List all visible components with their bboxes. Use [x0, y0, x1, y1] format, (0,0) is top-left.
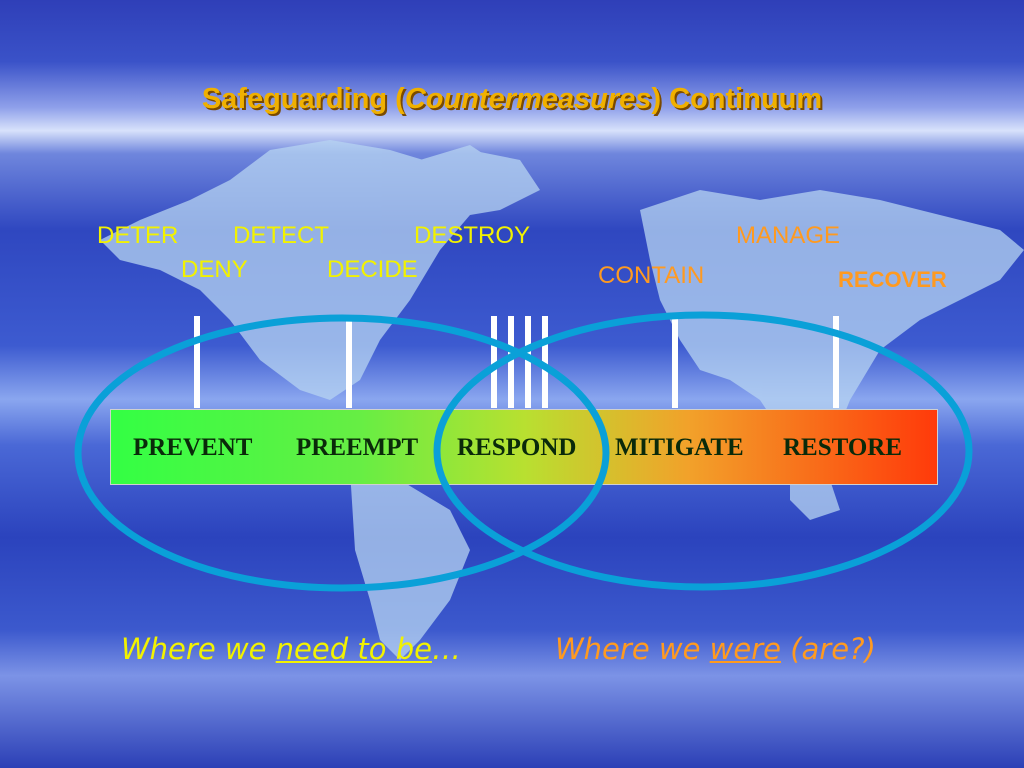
continuum-bar [110, 409, 938, 485]
label-decide: DECIDE [327, 256, 418, 283]
caption-left: Where we need to be… [121, 632, 461, 666]
title-suffix: ) Continuum [651, 83, 823, 115]
label-deter: DETER [97, 222, 179, 249]
caption-right: Where we were (are?) [555, 632, 876, 666]
label-manage: MANAGE [736, 222, 841, 249]
left-ellipse [74, 314, 610, 592]
stage-respond: RESPOND [457, 434, 577, 461]
caption-left-underlined: need to be [275, 632, 432, 666]
stage-mitigate: MITIGATE [615, 434, 744, 461]
right-ellipse [433, 311, 973, 591]
stage-preempt: PREEMPT [296, 434, 419, 461]
title-emphasis: Countermeasures [404, 83, 652, 115]
stage-prevent: PREVENT [133, 434, 253, 461]
label-contain: CONTAIN [598, 262, 705, 289]
caption-left-suffix: … [431, 632, 461, 666]
label-destroy: DESTROY [414, 222, 531, 249]
caption-left-prefix: Where we [121, 632, 276, 666]
label-deny: DENY [181, 256, 248, 283]
slide-title: Safeguarding (Countermeasures) Continuum [0, 83, 1024, 116]
caption-right-prefix: Where we [555, 632, 710, 666]
stage-restore: RESTORE [783, 434, 903, 461]
label-recover: RECOVER [838, 267, 947, 292]
label-detect: DETECT [233, 222, 329, 249]
caption-right-suffix: (are?) [781, 632, 876, 666]
title-prefix: Safeguarding ( [201, 83, 405, 115]
caption-right-underlined: were [709, 632, 781, 666]
